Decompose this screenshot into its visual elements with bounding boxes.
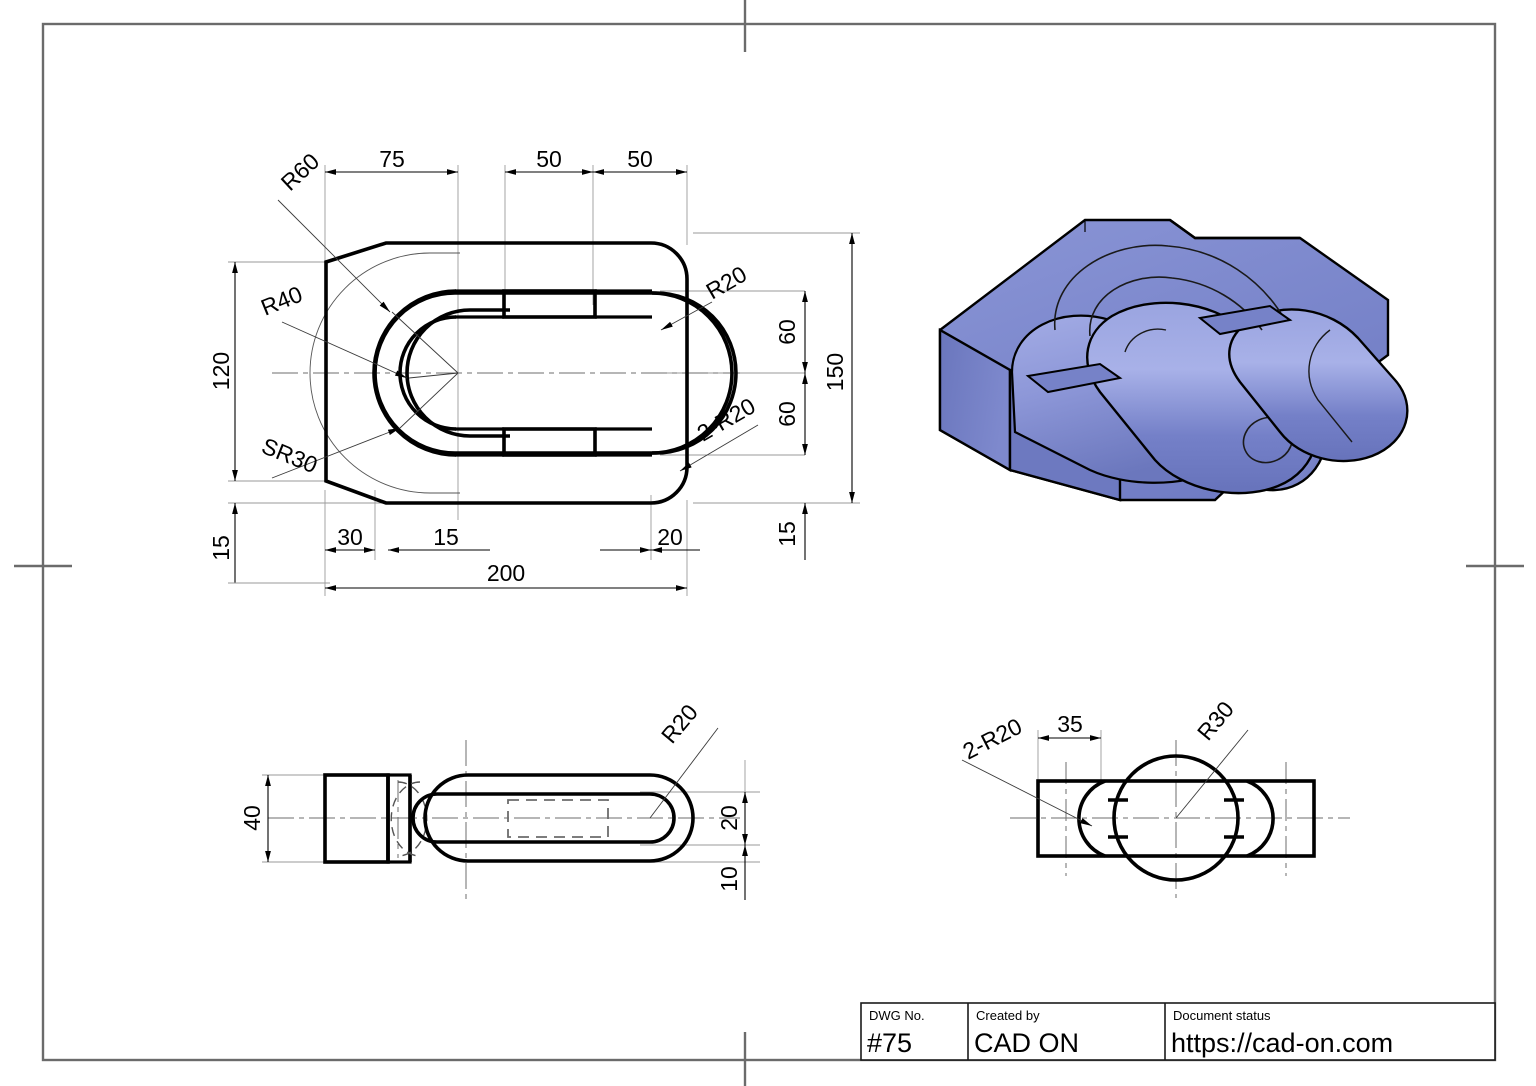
side-view: R30 2-R20 35 [958, 696, 1350, 898]
top-view-centerlines [268, 740, 740, 900]
dim-20-label: 20 [657, 524, 683, 550]
front-view-left-dimensions [228, 262, 330, 584]
title-block-border [860, 1002, 1496, 1061]
front-view-inner-groove [405, 308, 510, 438]
radius-r30-side-label: R30 [1192, 696, 1239, 745]
document-status-label: Document status [1173, 1008, 1271, 1023]
leader-r40 [281, 321, 408, 379]
side-view-left-arc [1077, 779, 1106, 858]
document-status-value: https://cad-on.com [1171, 1028, 1393, 1058]
dim-150-label: 150 [822, 353, 848, 391]
leader-r60 [277, 199, 391, 313]
leader-2r20-front [679, 424, 759, 472]
front-view-rib-connectors [455, 289, 652, 457]
top-view-hidden-rect [507, 799, 609, 838]
dim-50-b-label: 50 [627, 146, 653, 172]
radius-2r20-side-label: 2-R20 [958, 713, 1026, 765]
dim-15-bottom-label: 15 [433, 524, 459, 550]
dwg-no-label: DWG No. [869, 1008, 925, 1023]
leader-r30-side [1175, 729, 1249, 819]
side-view-center-circle [1112, 754, 1240, 882]
r60-construction-arc [309, 252, 431, 494]
sheet-frame [41, 22, 1497, 1062]
iso-groove-highlight [1124, 328, 1167, 353]
top-view-hidden-arc-b [390, 781, 421, 857]
leader-sr30 [271, 427, 401, 479]
front-view-radius-leaders [271, 199, 759, 479]
side-view-ribs [1108, 798, 1244, 839]
dim-40-label: 40 [239, 805, 265, 831]
iso-cylinder-rear [1228, 308, 1409, 463]
dim-50-a-label: 50 [536, 146, 562, 172]
dim-15-left-label: 15 [208, 535, 234, 561]
top-view-slot-inner [411, 792, 676, 844]
dim-75-label: 75 [379, 146, 405, 172]
created-by-value: CAD ON [974, 1028, 1079, 1058]
front-view-right-end-arc [651, 291, 734, 455]
dim-60-upper-label: 60 [774, 319, 800, 345]
radius-r60-label: R60 [276, 148, 325, 196]
dim-30-label: 30 [337, 524, 363, 550]
leader-r20-front [660, 301, 713, 331]
title-block: DWG No. #75 Created by CAD ON Document s… [860, 1002, 1496, 1061]
leader-r20-top [649, 727, 719, 819]
dim-60-lower-label: 60 [774, 401, 800, 427]
front-view-right-dimensions [802, 233, 855, 560]
iso-rear-seam [1308, 329, 1353, 443]
radius-r20-top-label: R20 [656, 699, 703, 748]
top-view-extension-lines [262, 774, 760, 863]
created-by-label: Created by [976, 1008, 1040, 1023]
front-view-upper-rib [502, 289, 597, 319]
iso-groove-inner [1089, 276, 1263, 337]
dwg-no-value: #75 [867, 1028, 912, 1058]
dim-200-label: 200 [487, 560, 525, 586]
top-view: R20 40 20 10 [239, 699, 760, 900]
isometric-view [938, 218, 1409, 502]
side-view-centerlines [1010, 740, 1350, 898]
dim-15-right-label: 15 [774, 521, 800, 547]
dim-20-top-view-label: 20 [716, 805, 742, 831]
radius-r40-label: R40 [257, 281, 306, 321]
front-view-lower-rib [502, 427, 597, 457]
front-view-extension-lines [228, 165, 860, 596]
dim-35-label: 35 [1057, 711, 1083, 737]
iso-top-notch [1169, 219, 1300, 240]
front-view-bottom-dimensions [325, 547, 700, 591]
front-view: 75 50 50 30 15 20 200 120 15 [208, 146, 860, 596]
radius-r20-front-label: R20 [702, 261, 752, 305]
side-view-right-arc [1246, 779, 1275, 858]
iso-groove-outer [1054, 244, 1286, 331]
side-view-outer-rect [1036, 779, 1316, 858]
leader-2r20-side [961, 759, 1093, 827]
dim-120-label: 120 [208, 352, 234, 390]
top-view-block-slice [386, 773, 412, 864]
iso-rib-lower [1025, 362, 1123, 394]
dim-10-top-view-label: 10 [716, 866, 742, 892]
iso-rib-upper [1197, 304, 1293, 336]
front-view-arc-outer-u [372, 289, 457, 457]
registration-marks [14, 0, 1524, 1086]
